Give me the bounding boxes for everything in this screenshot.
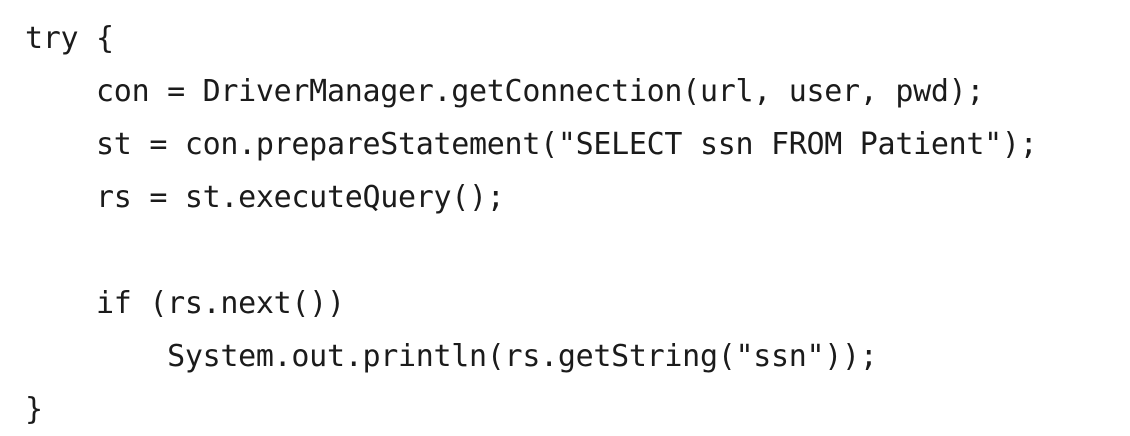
code-line: } [25,392,43,427]
code-line: st = con.prepareStatement("SELECT ssn FR… [25,127,1038,162]
code-line-blank [25,224,1037,277]
code-line: rs = st.executeQuery(); [25,180,505,215]
code-line: System.out.println(rs.getString("ssn")); [25,339,878,374]
code-line: con = DriverManager.getConnection(url, u… [25,74,985,109]
code-listing: try { con = DriverManager.getConnection(… [25,12,1038,436]
code-line: try { [25,21,114,56]
code-line: if (rs.next()) [25,286,345,321]
